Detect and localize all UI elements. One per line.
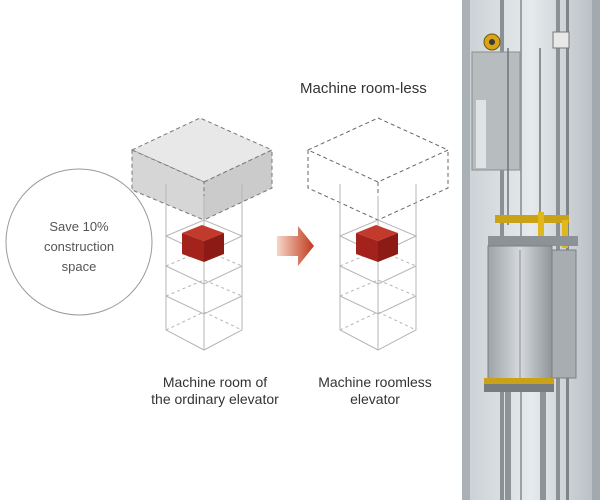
ordinary-machine-room bbox=[130, 117, 274, 221]
transition-arrow bbox=[277, 226, 314, 266]
ordinary-label-line-2: the ordinary elevator bbox=[151, 391, 279, 407]
callout-text: Save 10% construction space bbox=[18, 217, 140, 277]
callout-line-3: space bbox=[61, 259, 97, 274]
ordinary-elevator-label: Machine room of the ordinary elevator bbox=[135, 374, 295, 408]
roomless-shaft bbox=[339, 184, 418, 351]
callout-line-2: construction bbox=[43, 239, 115, 254]
ordinary-label-line-1: Machine room of bbox=[162, 374, 268, 390]
ordinary-elevator-car bbox=[182, 225, 224, 262]
roomless-elevator-car bbox=[356, 225, 398, 262]
callout-line-1: Save 10% bbox=[49, 219, 109, 234]
machine-room-less-heading: Machine room-less bbox=[300, 80, 427, 97]
roomless-label-line-1: Machine roomless bbox=[318, 374, 432, 390]
roomless-elevator-label: Machine roomless elevator bbox=[300, 374, 450, 408]
roomless-label-line-2: elevator bbox=[350, 391, 400, 407]
callout-circle bbox=[5, 168, 153, 316]
elevator-shaft-illustration bbox=[462, 0, 600, 500]
